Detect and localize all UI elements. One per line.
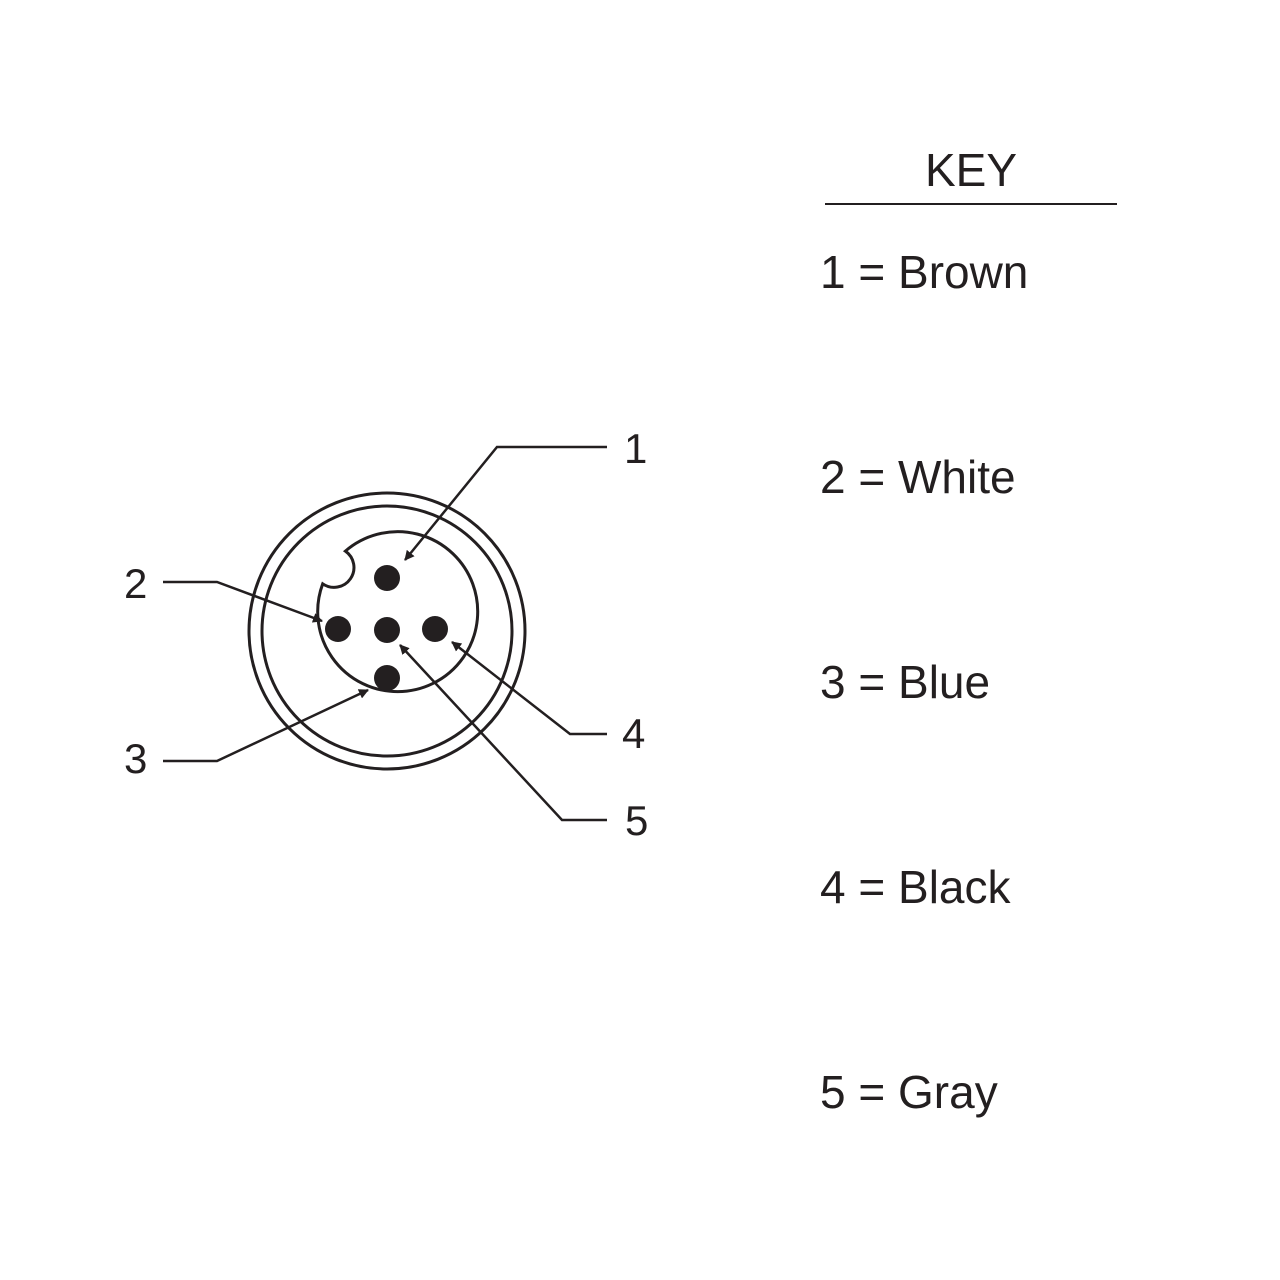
connector-inner-ring bbox=[260, 504, 514, 758]
key-item-pin-5: 5 = Gray bbox=[820, 1066, 998, 1118]
pin-5-label: 5 bbox=[625, 797, 648, 844]
key-item-pin-1: 1 = Brown bbox=[820, 246, 1029, 298]
pin-2-label: 2 bbox=[124, 560, 147, 607]
pin-5-leader-line bbox=[399, 644, 607, 822]
pin-1-leader-line bbox=[404, 445, 607, 561]
pin-2-contact bbox=[325, 616, 351, 642]
pin-3-contact bbox=[374, 665, 400, 691]
key-item-pin-3: 3 = Blue bbox=[820, 656, 991, 708]
pin-1-contact bbox=[374, 565, 400, 591]
key-divider bbox=[825, 203, 1117, 205]
pin-5-contact bbox=[374, 617, 400, 643]
pin-3-leader-line bbox=[163, 688, 369, 763]
key-item-pin-4: 4 = Black bbox=[820, 861, 1011, 913]
pin-4-label: 4 bbox=[622, 710, 645, 757]
connector-outer-ring bbox=[247, 491, 527, 771]
pin-1-label: 1 bbox=[624, 425, 647, 472]
connector-insert-outline bbox=[316, 530, 480, 694]
pin-2-leader-line bbox=[163, 580, 323, 623]
pin-4-leader-line bbox=[451, 641, 607, 736]
key-title: KEY bbox=[924, 144, 1018, 196]
key-item-pin-2: 2 = White bbox=[820, 451, 1016, 503]
pin-4-contact bbox=[422, 616, 448, 642]
pin-3-label: 3 bbox=[124, 735, 147, 782]
